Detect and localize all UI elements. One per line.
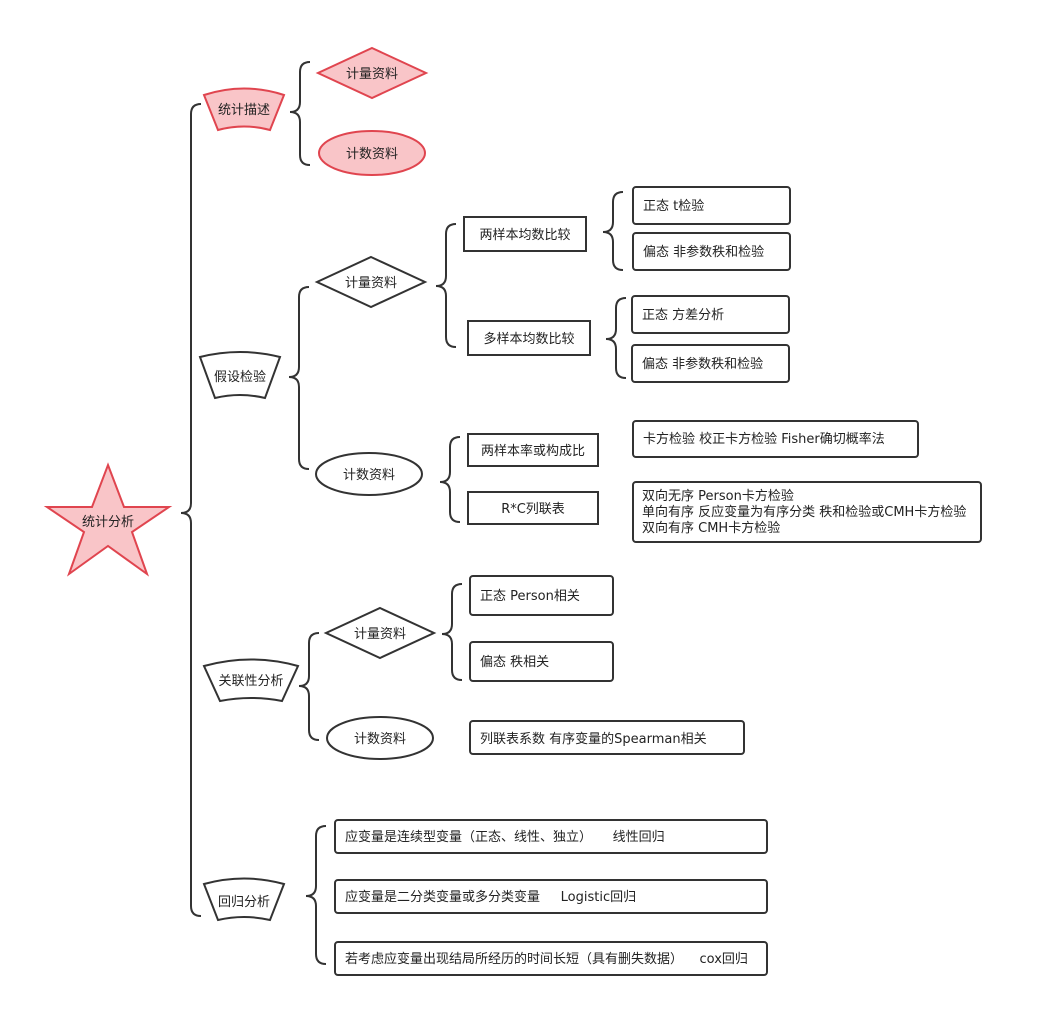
- assoc-label: 关联性分析: [218, 674, 283, 689]
- assoc-measure-node[interactable]: [323, 606, 437, 660]
- regress-item-1-label: 应变量是连续型变量（正态、线性、独立） 线性回归: [345, 829, 665, 845]
- rc-method-2: 单向有序 反应变量为有序分类 秩和检验或CMH卡方检验: [642, 504, 966, 520]
- desc-count-node[interactable]: [318, 130, 426, 176]
- multi-normal-node[interactable]: [631, 295, 790, 334]
- regress-item-2[interactable]: [334, 879, 768, 914]
- desc-measure-label: 计量资料: [346, 67, 398, 82]
- assoc-measure-bracket: [441, 583, 463, 681]
- hypo-bracket: [288, 286, 310, 470]
- hypo-count-node[interactable]: [315, 452, 423, 496]
- two-normal-node[interactable]: [632, 186, 791, 225]
- desc-measure-node[interactable]: [315, 46, 429, 100]
- root-label: 统计分析: [82, 515, 134, 530]
- two-sample-node[interactable]: [463, 216, 587, 252]
- regress-label: 回归分析: [218, 895, 270, 910]
- hypo-measure-label: 计量资料: [345, 276, 397, 291]
- two-skew-node[interactable]: [632, 232, 791, 271]
- root-bracket: [180, 103, 202, 917]
- regress-item-3-label: 若考虑应变量出现结局所经历的时间长短（具有删失数据） cox回归: [345, 951, 748, 967]
- two-sample-bracket: [602, 191, 624, 271]
- multi-skew-node[interactable]: [631, 344, 790, 383]
- regress-node[interactable]: [202, 877, 286, 922]
- assoc-count-label: 计数资料: [354, 732, 406, 747]
- root-star: [43, 462, 173, 577]
- hypo-measure-bracket: [435, 223, 457, 348]
- assoc-skew-label: 偏态 秩相关: [480, 655, 549, 670]
- assoc-measure-label: 计量资料: [354, 627, 406, 642]
- regress-item-3[interactable]: [334, 941, 768, 976]
- hypo-label: 假设检验: [214, 369, 266, 385]
- multi-sample-bracket: [605, 297, 627, 379]
- hypo-node[interactable]: [198, 351, 282, 400]
- assoc-count-method-node[interactable]: [469, 720, 745, 755]
- two-skew-label: 偏态 非参数秩和检验: [643, 244, 764, 260]
- rc-node[interactable]: [467, 491, 599, 525]
- assoc-bracket: [298, 632, 320, 741]
- assoc-count-method-label: 列联表系数 有序变量的Spearman相关: [480, 731, 707, 747]
- rate-method-node[interactable]: [632, 420, 919, 458]
- rc-method-1: 双向无序 Person卡方检验: [642, 488, 794, 504]
- regress-item-1[interactable]: [334, 819, 768, 854]
- hypo-count-label: 计数资料: [343, 468, 395, 483]
- rc-methods-node[interactable]: [632, 481, 982, 543]
- desc-label: 统计描述: [218, 103, 270, 118]
- multi-skew-label: 偏态 非参数秩和检验: [642, 356, 763, 372]
- two-normal-label: 正态 t检验: [643, 198, 704, 214]
- regress-item-2-label: 应变量是二分类变量或多分类变量 Logistic回归: [345, 889, 636, 905]
- rate-method-label: 卡方检验 校正卡方检验 Fisher确切概率法: [643, 431, 885, 447]
- rate-node[interactable]: [467, 433, 599, 467]
- rc-label: R*C列联表: [501, 502, 565, 517]
- multi-sample-label: 多样本均数比较: [483, 331, 574, 347]
- desc-node[interactable]: [202, 87, 286, 132]
- hypo-count-bracket: [439, 436, 461, 523]
- regress-bracket: [305, 825, 327, 965]
- assoc-normal-node[interactable]: [469, 575, 614, 616]
- assoc-normal-label: 正态 Person相关: [480, 589, 580, 604]
- multi-normal-label: 正态 方差分析: [642, 307, 724, 323]
- desc-count-label: 计数资料: [346, 147, 398, 162]
- assoc-node[interactable]: [202, 658, 300, 703]
- assoc-count-node[interactable]: [326, 716, 434, 760]
- rate-label: 两样本率或构成比: [481, 443, 585, 459]
- assoc-skew-node[interactable]: [469, 641, 614, 682]
- desc-bracket: [289, 61, 311, 166]
- hypo-measure-node[interactable]: [314, 255, 428, 309]
- two-sample-label: 两样本均数比较: [479, 228, 570, 243]
- multi-sample-node[interactable]: [467, 320, 591, 356]
- rc-method-3: 双向有序 CMH卡方检验: [642, 520, 780, 536]
